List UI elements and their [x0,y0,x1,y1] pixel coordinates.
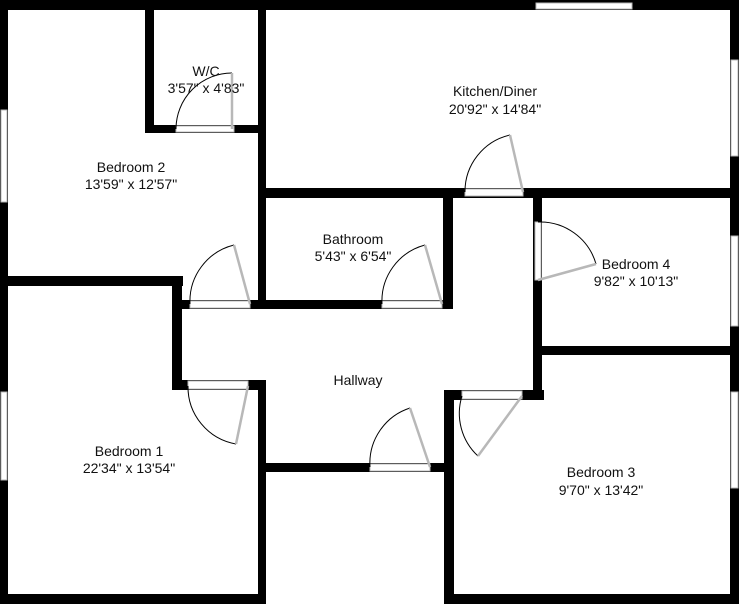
window-bedroom4-right [730,235,739,327]
wall-outer-left [0,0,8,604]
room-name: Kitchen/Diner [453,83,537,99]
room-dimensions: 9'82" x 10'13" [594,273,679,289]
room-name: Hallway [333,372,382,388]
wall-outer-top [0,0,739,10]
room-dimensions: 22'34" x 13'54" [83,460,175,476]
window-bedroom1-left [0,391,8,481]
door-bedroom1 [187,380,250,445]
room-dimensions: 3'57" x 4'83" [168,80,245,96]
window-bedroom2-left [0,109,8,203]
wall-bedroom1-right [258,380,266,604]
room-bedroom-3: Bedroom 3 9'70" x 13'42" [559,464,644,498]
door-wc [175,72,235,133]
room-dimensions: 20'92" x 14'84" [449,101,541,117]
wall-bottom-bedroom1 [0,594,264,604]
wall-bathroom-bottom [172,300,452,309]
room-wc: W/C 3'57" x 4'83" [168,63,245,96]
wall-hallway-left-upper [172,276,182,308]
room-name: Bedroom 1 [95,443,164,459]
window-kitchen-top [535,2,633,10]
room-kitchen-diner: Kitchen/Diner 20'92" x 14'84" [449,83,541,117]
room-dimensions: 5'43" x 6'54" [315,248,392,264]
wall-bathroom-right [443,188,453,309]
room-name: Bathroom [323,231,384,247]
door-bedroom3 [458,390,524,457]
room-name: W/C [192,63,219,79]
wall-hallway-left-mid [172,300,182,390]
door-hallway-bottom [369,407,432,472]
wall-hallway-bottom [258,463,448,472]
room-hallway: Hallway [333,372,382,388]
wall-bedroom4-left [533,188,542,400]
room-dimensions: 13'59" x 12'57" [85,176,177,192]
room-dimensions: 9'70" x 13'42" [559,482,644,498]
room-bedroom-4: Bedroom 4 9'82" x 10'13" [594,256,679,289]
window-bedroom3-right [730,391,739,489]
wall-bedroom4-bottom [533,346,739,355]
window-kitchen-right [730,59,739,157]
room-name: Bedroom 3 [567,464,636,480]
door-bedroom4 [534,221,597,282]
door-bedroom2 [189,244,252,309]
wall-wc-left [145,8,154,132]
doors [175,72,597,472]
wall-wc-right [258,8,266,304]
room-bedroom-1: Bedroom 1 22'34" x 13'54" [83,443,175,476]
room-name: Bedroom 2 [97,159,166,175]
room-bedroom-2: Bedroom 2 13'59" x 12'57" [85,159,177,192]
wall-bedroom2-bottom [0,276,183,286]
windows [0,2,739,489]
room-bathroom: Bathroom 5'43" x 6'54" [315,231,392,264]
wall-bedroom3-left [444,390,454,604]
door-bathroom [381,244,444,309]
wall-bottom-bedroom3 [444,594,739,604]
room-name: Bedroom 4 [602,256,671,272]
door-kitchen [464,134,525,197]
room-labels: W/C 3'57" x 4'83" Kitchen/Diner 20'92" x… [83,63,678,498]
